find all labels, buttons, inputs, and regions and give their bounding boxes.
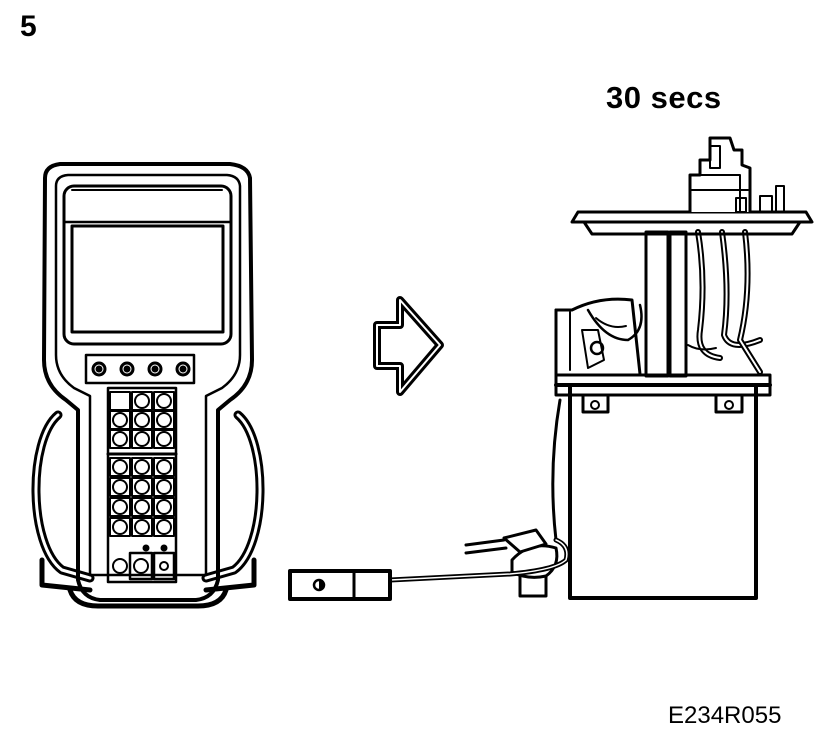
step-number: 5 [20,10,37,43]
figure-code: E234R055 [668,702,782,729]
duration-label: 30 secs [606,80,722,115]
right-arrow-icon [373,296,444,396]
electrical-connector-icon [288,537,570,601]
fuel-pump-module-icon [464,136,814,600]
diagnostic-scan-tool-icon [31,162,265,609]
